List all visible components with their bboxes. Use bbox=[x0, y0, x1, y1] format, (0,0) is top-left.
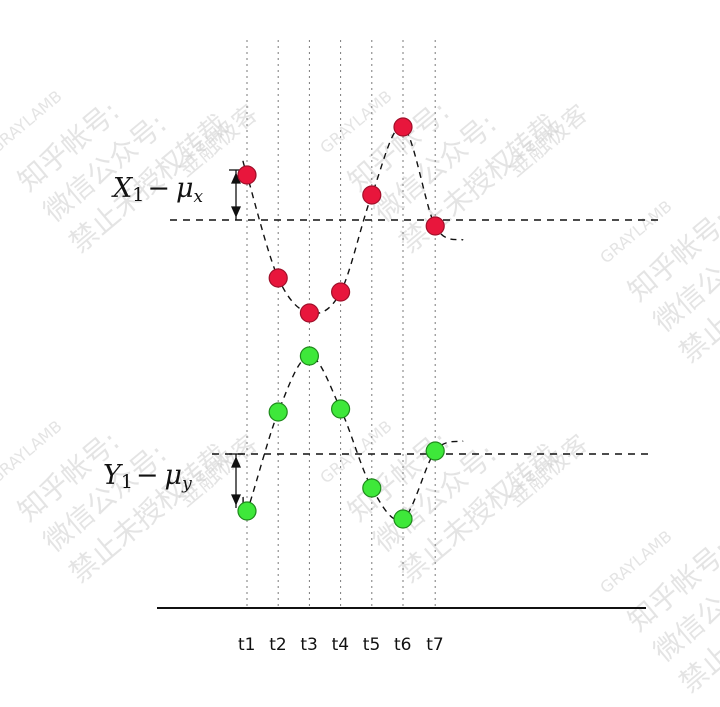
tick-label-t4: t4 bbox=[332, 635, 349, 655]
x-point-t4 bbox=[331, 282, 351, 302]
x-point-t5 bbox=[362, 185, 382, 205]
x-deviation-label: X1−μx bbox=[111, 173, 204, 207]
y-point-t2 bbox=[268, 402, 288, 422]
x-deviation-arrow bbox=[229, 169, 243, 220]
tick-label-t6: t6 bbox=[394, 635, 411, 655]
tick-label-t7: t7 bbox=[426, 635, 443, 655]
y-deviation-label: Y1−μy bbox=[103, 460, 192, 494]
tick-label-t3: t3 bbox=[300, 635, 317, 655]
y-point-t1 bbox=[237, 501, 257, 521]
y-series-points bbox=[237, 346, 445, 529]
x-series-points bbox=[237, 117, 445, 323]
tick-label-t5: t5 bbox=[363, 635, 380, 655]
x-point-t1 bbox=[237, 165, 257, 185]
y-point-t5 bbox=[362, 478, 382, 498]
x-point-t6 bbox=[393, 117, 413, 137]
y-point-t3 bbox=[299, 346, 319, 366]
time-tick-labels: t1 t2 t3 t4 t5 t6 t7 bbox=[238, 635, 444, 655]
y-deviation-arrow bbox=[229, 453, 243, 508]
x-series-curve bbox=[242, 126, 464, 315]
y-point-t4 bbox=[331, 399, 351, 419]
tick-label-t1: t1 bbox=[238, 635, 255, 655]
y-point-t6 bbox=[393, 509, 413, 529]
x-point-t2 bbox=[268, 268, 288, 288]
tick-label-t2: t2 bbox=[269, 635, 286, 655]
x-point-t7 bbox=[425, 216, 445, 236]
time-guides bbox=[246, 40, 436, 606]
x-point-t3 bbox=[299, 303, 319, 323]
y-point-t7 bbox=[425, 441, 445, 461]
